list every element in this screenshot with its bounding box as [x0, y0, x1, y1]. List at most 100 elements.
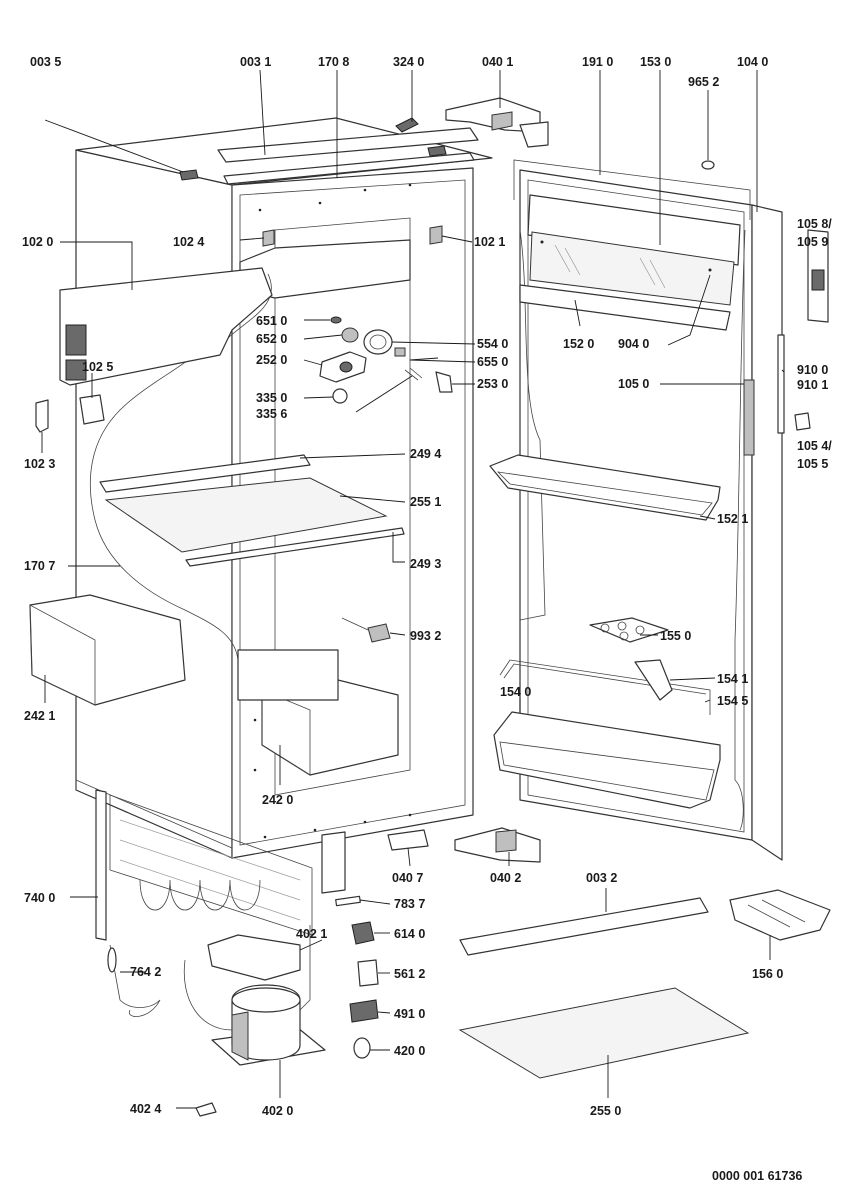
- label-9040: 904 0: [618, 337, 649, 351]
- label-1054: 105 4/: [797, 439, 832, 453]
- label-2494: 249 4: [410, 447, 441, 461]
- bracket-1021: [429, 225, 443, 245]
- glass-shelf: [99, 454, 405, 567]
- middle-door-shelf: [489, 454, 721, 521]
- label-1058: 105 8/: [797, 217, 832, 231]
- label-1020: 102 0: [22, 235, 53, 249]
- label-1545: 154 5: [717, 694, 748, 708]
- top-trim-strips: [179, 127, 479, 185]
- label-4200: 420 0: [394, 1044, 425, 1058]
- door-handle: [743, 379, 755, 456]
- label-1540: 154 0: [500, 685, 531, 699]
- ice-tray: [729, 889, 831, 941]
- label-0035: 003 5: [30, 55, 61, 69]
- label-2493: 249 3: [410, 557, 441, 571]
- label-6140: 614 0: [394, 927, 425, 941]
- label-1550: 155 0: [660, 629, 691, 643]
- label-1530: 153 0: [640, 55, 671, 69]
- label-7400: 740 0: [24, 891, 55, 905]
- relay-6140: [351, 921, 375, 945]
- label-5612: 561 2: [394, 967, 425, 981]
- thermostat-assembly: [319, 316, 453, 404]
- label-1050: 105 0: [618, 377, 649, 391]
- part-4910: [349, 999, 379, 1023]
- label-1910: 191 0: [582, 55, 613, 69]
- label-3350: 335 0: [256, 391, 287, 405]
- bottom-glass: [458, 987, 750, 1079]
- hinge-cover: [387, 829, 429, 851]
- drawing-number: 0000 001 61736: [712, 1169, 802, 1183]
- label-1520: 152 0: [563, 337, 594, 351]
- label-6510: 651 0: [256, 314, 287, 328]
- label-2520: 252 0: [256, 353, 287, 367]
- hinge-1054: [794, 412, 811, 431]
- label-6550: 655 0: [477, 355, 508, 369]
- label-1708: 170 8: [318, 55, 349, 69]
- label-1024: 102 4: [173, 235, 204, 249]
- label-5540: 554 0: [477, 337, 508, 351]
- lower-hinge: [454, 827, 541, 863]
- clip-324: [395, 117, 419, 133]
- part-4024: [195, 1102, 217, 1117]
- label-0407: 040 7: [392, 871, 423, 885]
- bottom-door-shelf: [493, 711, 721, 809]
- label-2420: 242 0: [262, 793, 293, 807]
- label-1707: 170 7: [24, 559, 55, 573]
- label-9932: 993 2: [410, 629, 441, 643]
- part-7837: [335, 895, 361, 907]
- label-1023: 102 3: [24, 457, 55, 471]
- part-1023: [35, 399, 49, 433]
- crisper-drawer-left: [29, 594, 186, 706]
- label-0032: 003 2: [586, 871, 617, 885]
- label-2550: 255 0: [590, 1104, 621, 1118]
- label-1021: 102 1: [474, 235, 505, 249]
- label-1541: 154 1: [717, 672, 748, 686]
- leader-lines: [41, 69, 785, 1109]
- label-2421: 242 1: [24, 709, 55, 723]
- label-9101: 910 1: [797, 378, 828, 392]
- door-strip: [777, 334, 785, 434]
- compressor: [183, 925, 326, 1066]
- relay-5612: [357, 959, 379, 987]
- part-labels: 003 5 003 1 170 8 324 0 040 1 191 0 153 …: [22, 55, 832, 1183]
- label-1560: 156 0: [752, 967, 783, 981]
- label-1059: 105 9: [797, 235, 828, 249]
- part-4200: [353, 1037, 371, 1059]
- label-0402: 040 2: [490, 871, 521, 885]
- label-2551: 255 1: [410, 495, 441, 509]
- label-1521: 152 1: [717, 512, 748, 526]
- label-3356: 335 6: [256, 407, 287, 421]
- label-1025: 102 5: [82, 360, 113, 374]
- label-7837: 783 7: [394, 897, 425, 911]
- base-plate: [459, 897, 709, 956]
- label-4024: 402 4: [130, 1102, 161, 1116]
- part-9932: [367, 623, 391, 643]
- label-4021: 402 1: [296, 927, 327, 941]
- egg-tray: [589, 617, 669, 643]
- label-1040: 104 0: [737, 55, 768, 69]
- crisper-drawer-right: [237, 649, 399, 776]
- part-9652: [701, 160, 715, 170]
- label-4020: 402 0: [262, 1104, 293, 1118]
- label-6520: 652 0: [256, 332, 287, 346]
- compressor-bracket: [207, 934, 301, 981]
- label-9652: 965 2: [688, 75, 719, 89]
- label-9100: 910 0: [797, 363, 828, 377]
- label-1055: 105 5: [797, 457, 828, 471]
- side-panel: [59, 267, 273, 386]
- label-0031: 003 1: [240, 55, 271, 69]
- bottle-retainer: [499, 659, 711, 715]
- label-0401: 040 1: [482, 55, 513, 69]
- label-3240: 324 0: [393, 55, 424, 69]
- bracket-1024: [262, 229, 275, 247]
- capillary-coil: [109, 944, 161, 1017]
- label-2530: 253 0: [477, 377, 508, 391]
- part-1025: [79, 394, 105, 425]
- upper-door-compartment: [519, 194, 741, 331]
- upper-hinge-bracket: [445, 97, 549, 148]
- label-4910: 491 0: [394, 1007, 425, 1021]
- condenser: [95, 789, 346, 941]
- label-7642: 764 2: [130, 965, 161, 979]
